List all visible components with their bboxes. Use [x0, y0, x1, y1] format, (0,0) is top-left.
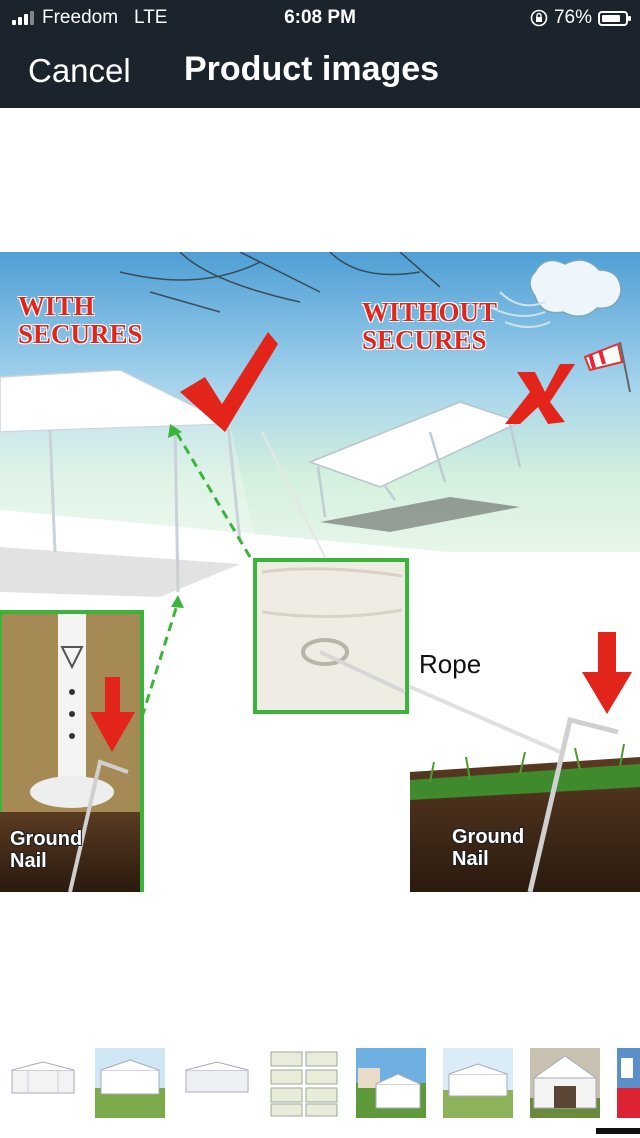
thumbnail-3[interactable] [182, 1048, 252, 1118]
status-time: 6:08 PM [284, 7, 356, 28]
thumbnail-strip [0, 1048, 640, 1120]
page-title: Product images [184, 50, 440, 88]
wind-cloud-icon [489, 259, 622, 328]
thumbnail-1[interactable] [8, 1048, 78, 1118]
nav-bar: Cancel Product images [0, 44, 640, 100]
product-main-image[interactable]: WITH SECURES WITHOUT SECURES Rope Ground… [0, 252, 640, 892]
check-mark-icon [180, 332, 278, 432]
down-arrow-right-icon [582, 632, 632, 714]
x-mark-icon [505, 364, 575, 424]
thumbnail-2[interactable] [95, 1048, 165, 1118]
thumbnail-4[interactable] [269, 1048, 339, 1118]
selected-thumbnail-indicator [596, 1128, 640, 1134]
battery-percent: 76% [553, 7, 592, 28]
status-bar: Freedom LTE 6:08 PM 76% [0, 0, 640, 36]
network-type: LTE [134, 7, 168, 28]
without-secures-label: WITHOUT SECURES [362, 297, 498, 355]
rope-label: Rope [419, 649, 482, 679]
down-arrow-left-icon [90, 677, 135, 752]
ground-nail-left-label: Ground Nail [10, 828, 83, 872]
windsock-icon [583, 341, 631, 393]
thumbnail-5[interactable] [356, 1048, 426, 1118]
thumbnail-8[interactable] [617, 1048, 640, 1118]
with-secures-label: WITH SECURES [18, 291, 143, 349]
cancel-button[interactable]: Cancel [28, 52, 131, 89]
ground-nail-right-label: Ground Nail [452, 826, 525, 870]
carrier-name: Freedom [42, 7, 119, 28]
app-header: Freedom LTE 6:08 PM 76% Cancel Product i… [0, 0, 640, 108]
rotation-lock-icon [530, 9, 548, 27]
battery-icon [598, 10, 631, 26]
thumbnail-7[interactable] [530, 1048, 600, 1118]
thumbnail-6[interactable] [443, 1048, 513, 1118]
tent-securing-illustration [0, 252, 640, 892]
signal-bars-icon [12, 11, 34, 25]
